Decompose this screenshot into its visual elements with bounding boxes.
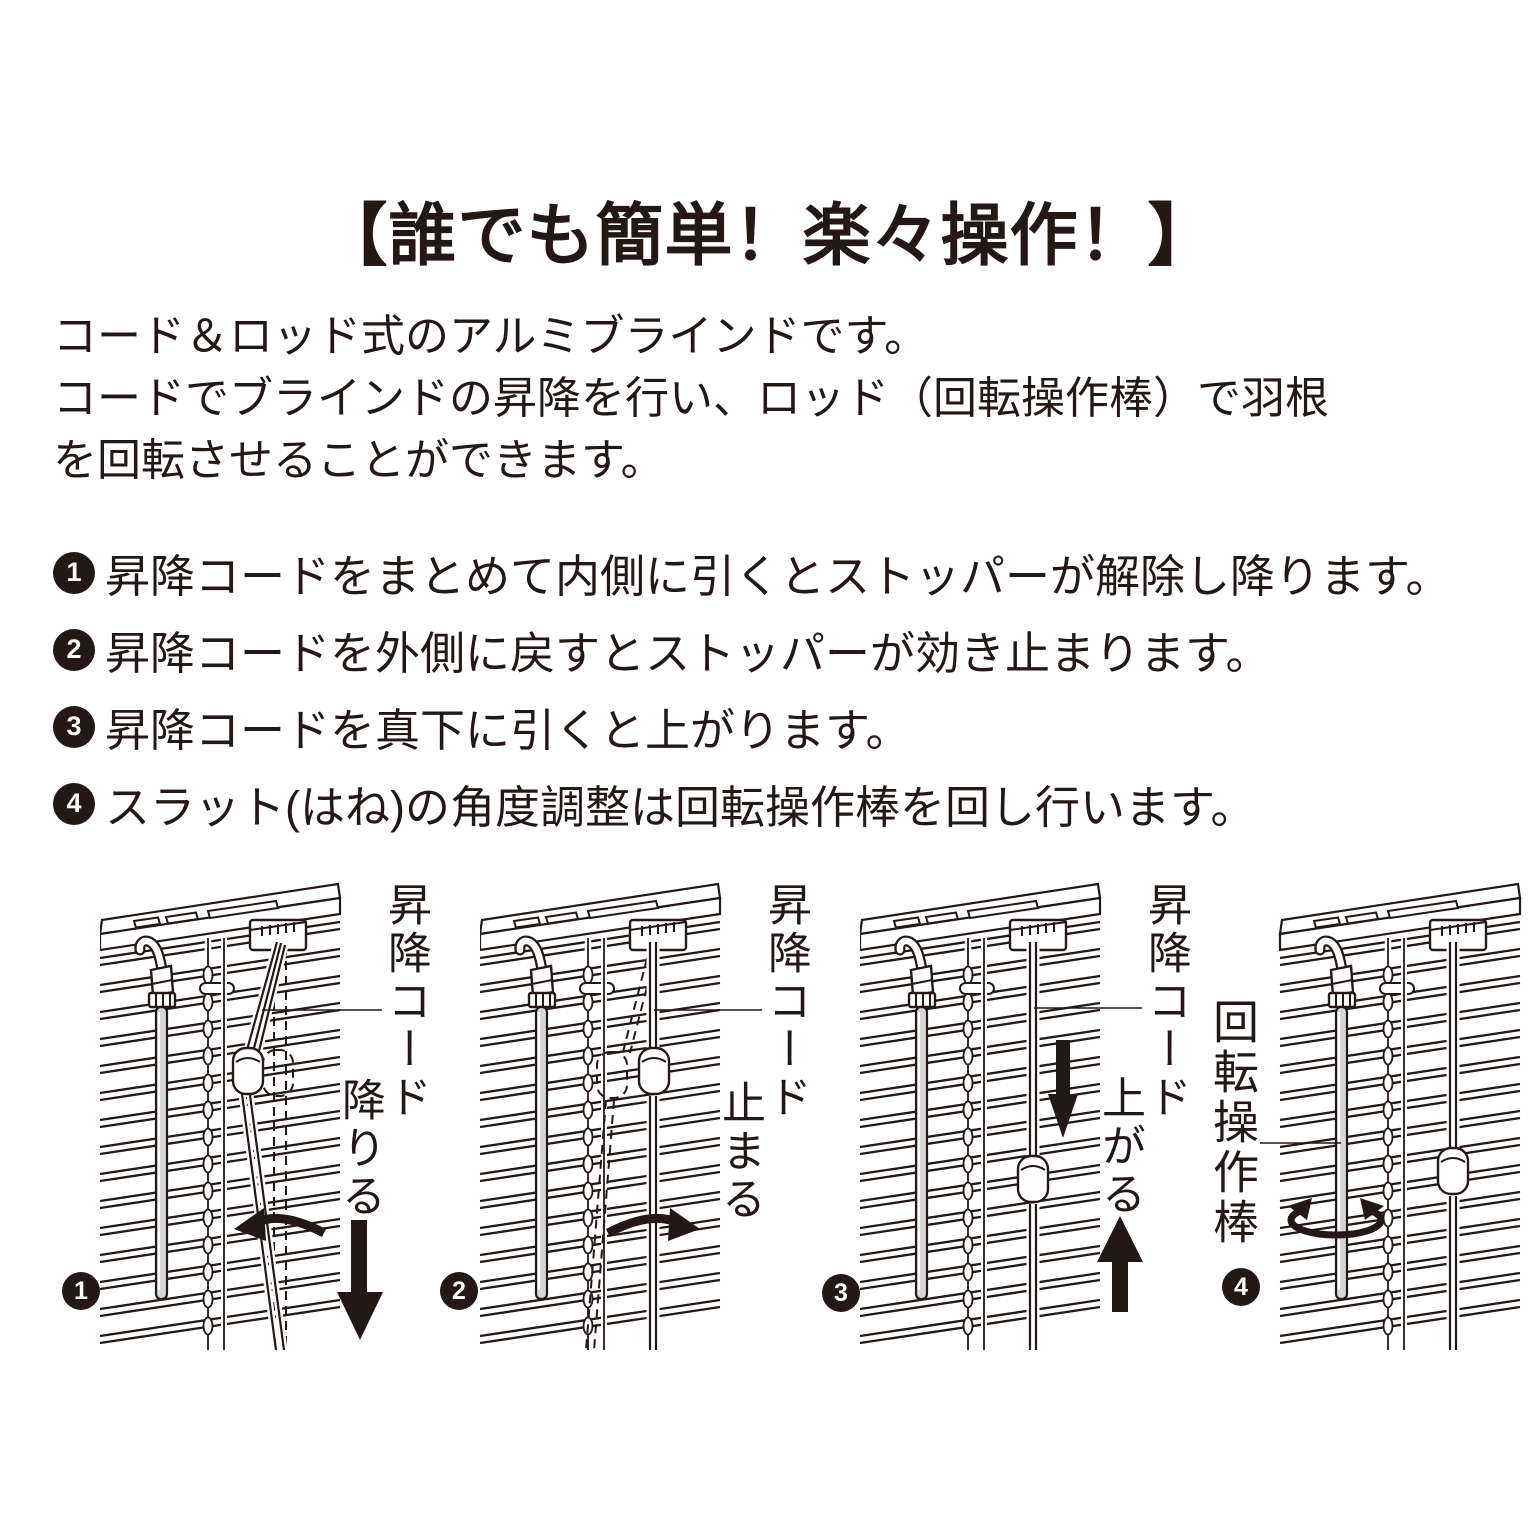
- panel-stop: 昇降コード 止まる: [480, 880, 820, 1440]
- intro-paragraph: コード＆ロッド式のアルミブラインドです。 コードでブラインドの昇降を行い、ロッド…: [53, 306, 1329, 492]
- lift-cord-pulled: [238, 941, 289, 1351]
- step-row-1: 1 昇降コードをまとめて内側に引くとストッパーが解除し降ります。: [53, 540, 1451, 605]
- step-number-badge: 2: [53, 628, 95, 671]
- lift-cord-vertical: [646, 942, 660, 1350]
- blind-illustration-tilt: [1260, 880, 1530, 1440]
- step-number-badge: 4: [53, 782, 95, 825]
- panel-number-badge: 2: [440, 1272, 478, 1310]
- lift-cord-vertical: [1446, 942, 1460, 1350]
- step-number-badge: 3: [53, 705, 95, 748]
- intro-line: を回転させることができます。: [53, 436, 665, 485]
- cord-label: 昇降コード: [381, 882, 430, 1122]
- panel-number-badge: 3: [822, 1274, 860, 1312]
- panel-number-badge: 1: [62, 1272, 100, 1310]
- cord-stopper-buckle: [1436, 1146, 1470, 1196]
- pull-down-arrow-icon: [1048, 1040, 1078, 1138]
- step-number-badge: 1: [53, 551, 95, 594]
- rotate-loop-arrow-icon: [1287, 1198, 1385, 1239]
- step-row-4: 4 スラット(はね)の角度調整は回転操作棒を回し行います。: [53, 771, 1255, 836]
- step-row-3: 3 昇降コードを真下に引くと上がります。: [53, 694, 911, 759]
- step-text: 昇降コードをまとめて内側に引くとストッパーが解除し降ります。: [105, 551, 1451, 602]
- panel-raise: 昇降コード 上がる: [860, 880, 1200, 1440]
- cord-pulled-position-dashed: [585, 942, 659, 1351]
- cord-label: 昇降コード: [761, 882, 810, 1122]
- action-label: 止まる: [715, 1080, 764, 1224]
- intro-line: コードでブラインドの昇降を行い、ロッド（回転操作棒）で羽根: [53, 374, 1329, 423]
- cord-stopper-buckle: [637, 1046, 671, 1096]
- panel-lower: 昇降コード 降りる: [100, 880, 440, 1440]
- cord-label: 昇降コード: [1141, 882, 1190, 1122]
- big-down-arrow-icon: [337, 1220, 383, 1340]
- panel-tilt: 回転操作棒: [1200, 880, 1530, 1440]
- intro-line: コード＆ロッド式のアルミブラインドです。: [53, 312, 929, 361]
- blind-illustration-lower: [100, 880, 383, 1440]
- lift-cord-vertical: [1026, 942, 1040, 1350]
- action-label: 降りる: [335, 1077, 384, 1221]
- step-row-2: 2 昇降コードを外側に戻すとストッパーが効き止まります。: [53, 617, 1271, 682]
- big-up-arrow-icon: [1097, 1216, 1143, 1312]
- step-text: 昇降コードを外側に戻すとストッパーが効き止まります。: [105, 628, 1271, 679]
- curved-arrow-right-icon: [605, 1208, 700, 1241]
- cord-stopper-buckle: [231, 1046, 265, 1096]
- page-title: 【誰でも簡単！楽々操作！】: [319, 198, 1217, 274]
- step-text: スラット(はね)の角度調整は回転操作棒を回し行います。: [105, 782, 1256, 833]
- action-label: 上がる: [1095, 1075, 1144, 1219]
- rod-label: 回転操作棒: [1207, 998, 1259, 1248]
- step-text: 昇降コードを真下に引くと上がります。: [105, 705, 911, 756]
- blind-illustration-stop: [480, 880, 762, 1440]
- blind-illustration-raise: [860, 880, 1143, 1440]
- curved-arrow-left-icon: [234, 1208, 327, 1241]
- panel-number-badge: 4: [1222, 1268, 1260, 1306]
- cord-stopper-buckle: [1016, 1154, 1050, 1204]
